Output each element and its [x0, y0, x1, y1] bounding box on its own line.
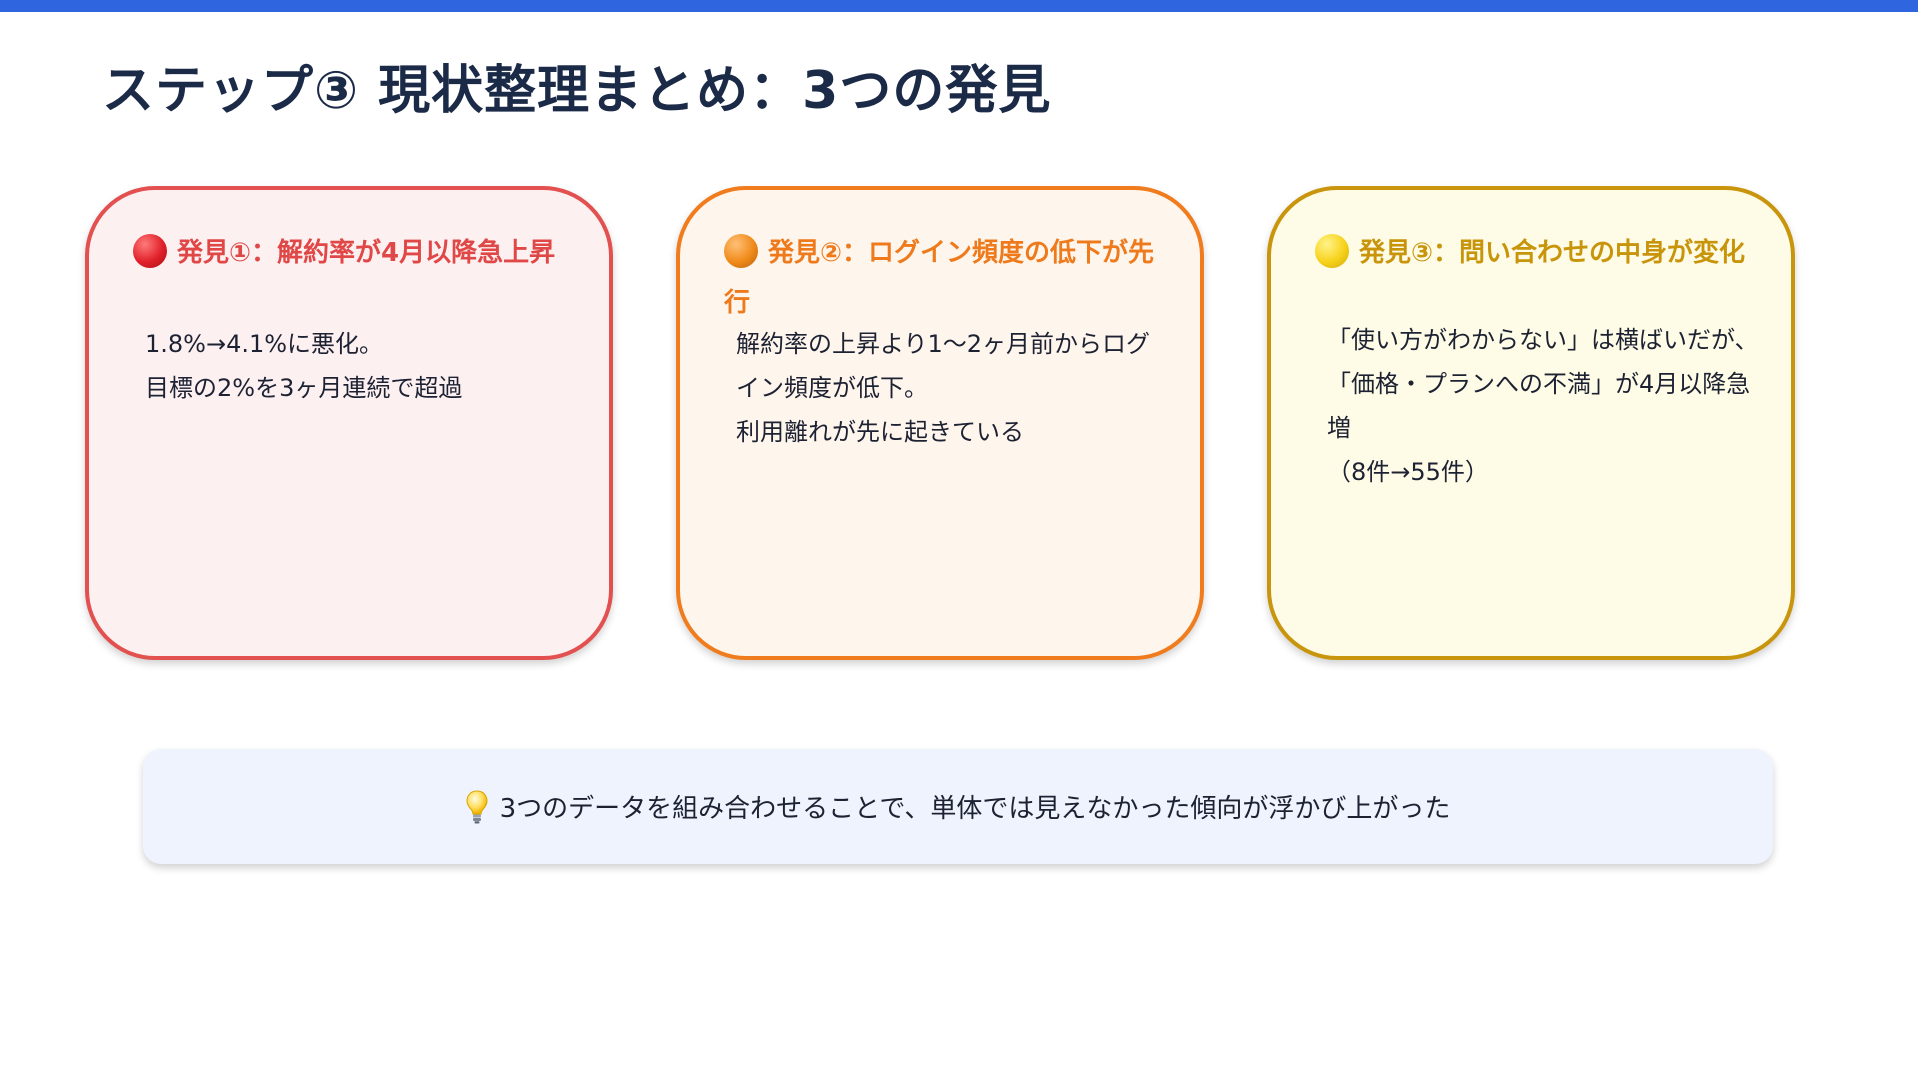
- finding-card-2-line-1: 解約率の上昇より1〜2ヶ月前からログイン頻度が低下。: [736, 330, 1151, 402]
- finding-card-3-title-text: 発見③：問い合わせの中身が変化: [1359, 238, 1746, 268]
- finding-card-1-line-2: 目標の2%を3ヶ月連続で超過: [145, 374, 463, 402]
- finding-card-2: 発見②：ログイン頻度の低下が先行 解約率の上昇より1〜2ヶ月前からログイン頻度が…: [676, 186, 1204, 660]
- finding-card-2-title: 発見②：ログイン頻度の低下が先行: [724, 228, 1164, 328]
- page-title: ステップ③ 現状整理まとめ：3つの発見: [102, 61, 1052, 121]
- finding-card-3: 発見③：問い合わせの中身が変化 「使い方がわからない」は横ばいだが、 「価格・プ…: [1267, 186, 1795, 660]
- top-accent-bar: [0, 0, 1918, 12]
- finding-card-1-line-1: 1.8%→4.1%に悪化。: [145, 330, 384, 358]
- finding-card-3-line-1: 「使い方がわからない」は横ばいだが、: [1327, 326, 1759, 354]
- finding-card-3-line-3: （8件→55件）: [1327, 458, 1489, 486]
- finding-card-2-line-2: 利用離れが先に起きている: [736, 418, 1024, 446]
- yellow-circle-icon: [1315, 234, 1349, 268]
- finding-card-3-line-2: 「価格・プランへの不満」が4月以降急増: [1327, 370, 1751, 442]
- finding-card-2-body: 解約率の上昇より1〜2ヶ月前からログイン頻度が低下。 利用離れが先に起きている: [736, 322, 1166, 454]
- finding-card-3-title: 発見③：問い合わせの中身が変化: [1315, 228, 1755, 278]
- finding-card-1: 発見①：解約率が4月以降急上昇 1.8%→4.1%に悪化。 目標の2%を3ヶ月連…: [85, 186, 613, 660]
- orange-circle-icon: [724, 234, 758, 268]
- finding-card-2-title-text: 発見②：ログイン頻度の低下が先行: [724, 238, 1155, 318]
- finding-card-1-title-text: 発見①：解約率が4月以降急上昇: [177, 238, 556, 268]
- insight-note: 3つのデータを組み合わせることで、単体では見えなかった傾向が浮かび上がった: [143, 749, 1773, 864]
- finding-card-3-body: 「使い方がわからない」は横ばいだが、 「価格・プランへの不満」が4月以降急増 （…: [1327, 318, 1767, 494]
- lightbulb-icon: [466, 789, 488, 823]
- finding-card-1-title: 発見①：解約率が4月以降急上昇: [133, 228, 573, 278]
- insight-note-text: 3つのデータを組み合わせることで、単体では見えなかった傾向が浮かび上がった: [499, 794, 1451, 824]
- finding-card-1-body: 1.8%→4.1%に悪化。 目標の2%を3ヶ月連続で超過: [145, 322, 585, 410]
- red-circle-icon: [133, 234, 167, 268]
- insight-note-content: 3つのデータを組み合わせることで、単体では見えなかった傾向が浮かび上がった: [143, 749, 1773, 864]
